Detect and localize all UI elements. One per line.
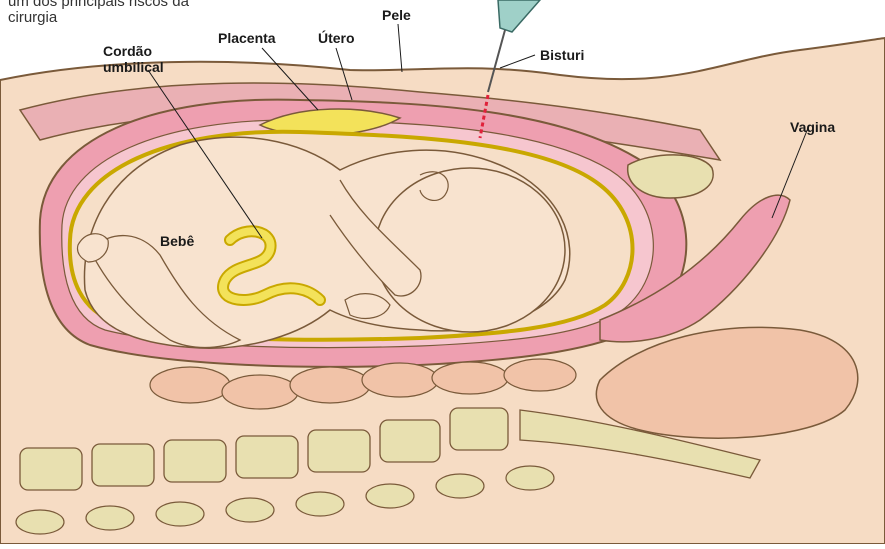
label-utero: Útero <box>318 29 355 46</box>
label-vagina: Vagina <box>790 119 835 135</box>
label-pele: Pele <box>382 7 411 23</box>
label-cordao-1: Cordão <box>103 43 152 59</box>
label-placenta: Placenta <box>218 30 276 46</box>
label-bisturi: Bisturi <box>540 47 584 63</box>
label-bebe: Bebê <box>160 233 194 249</box>
baby-head <box>375 168 565 332</box>
caption-line-2: cirurgia <box>8 10 57 26</box>
label-cordao-2: umbilical <box>103 59 164 75</box>
